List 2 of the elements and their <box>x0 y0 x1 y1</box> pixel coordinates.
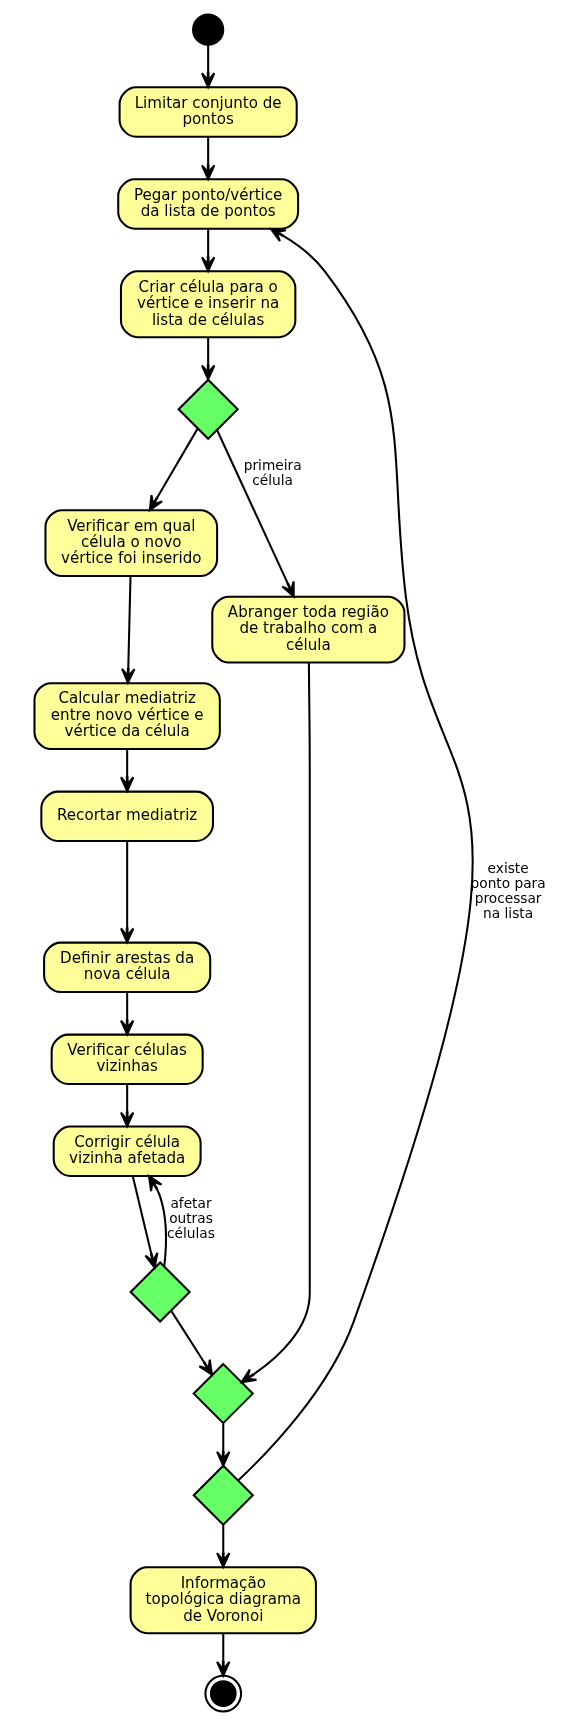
edge-label: afetar outras células <box>167 1194 215 1241</box>
edge-label: primeira célula <box>243 457 302 489</box>
